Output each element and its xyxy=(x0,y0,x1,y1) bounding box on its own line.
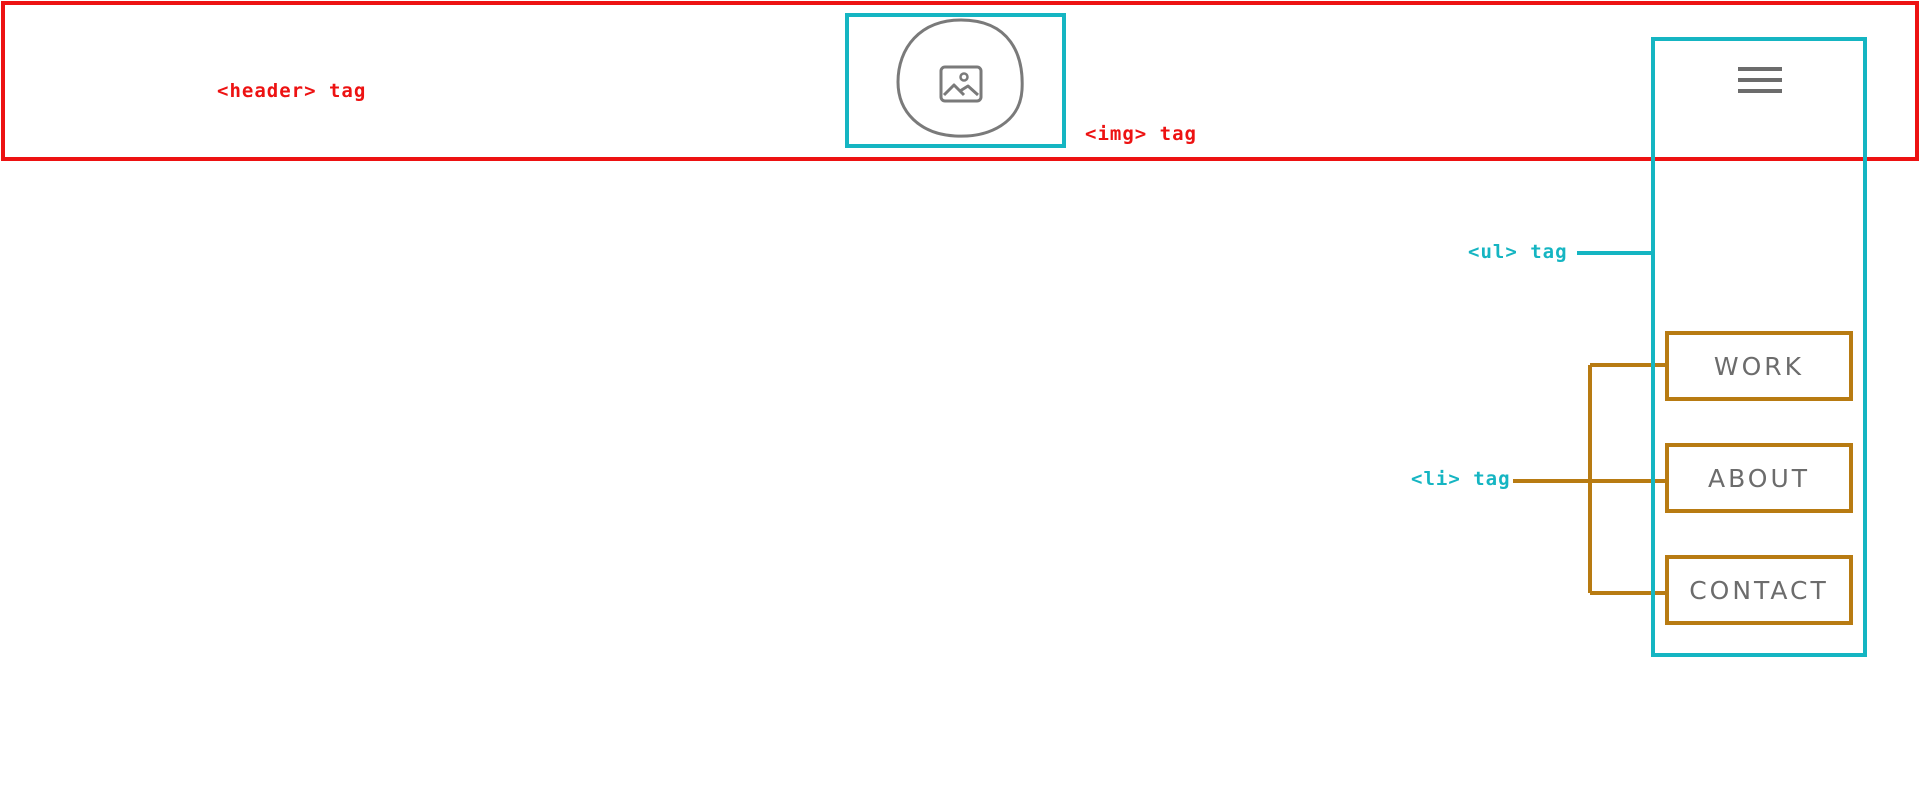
logo-blob xyxy=(896,18,1024,138)
img-tag-label: <img> tag xyxy=(1085,123,1197,145)
ul-tag-label: <ul> tag xyxy=(1468,241,1568,263)
hamburger-bar xyxy=(1738,67,1782,71)
nav-item-contact[interactable]: CONTACT xyxy=(1665,555,1853,625)
nav-item-work[interactable]: WORK xyxy=(1665,331,1853,401)
nav-item-about[interactable]: ABOUT xyxy=(1665,443,1853,513)
image-placeholder-icon xyxy=(939,65,983,103)
hamburger-menu-icon[interactable] xyxy=(1738,65,1782,95)
header-tag-label: <header> tag xyxy=(217,80,367,102)
hamburger-bar xyxy=(1738,89,1782,93)
header-outline xyxy=(1,1,1919,161)
img-outline xyxy=(845,13,1066,148)
ul-outline xyxy=(1651,37,1867,657)
hamburger-bar xyxy=(1738,78,1782,82)
li-tag-label: <li> tag xyxy=(1411,468,1511,490)
